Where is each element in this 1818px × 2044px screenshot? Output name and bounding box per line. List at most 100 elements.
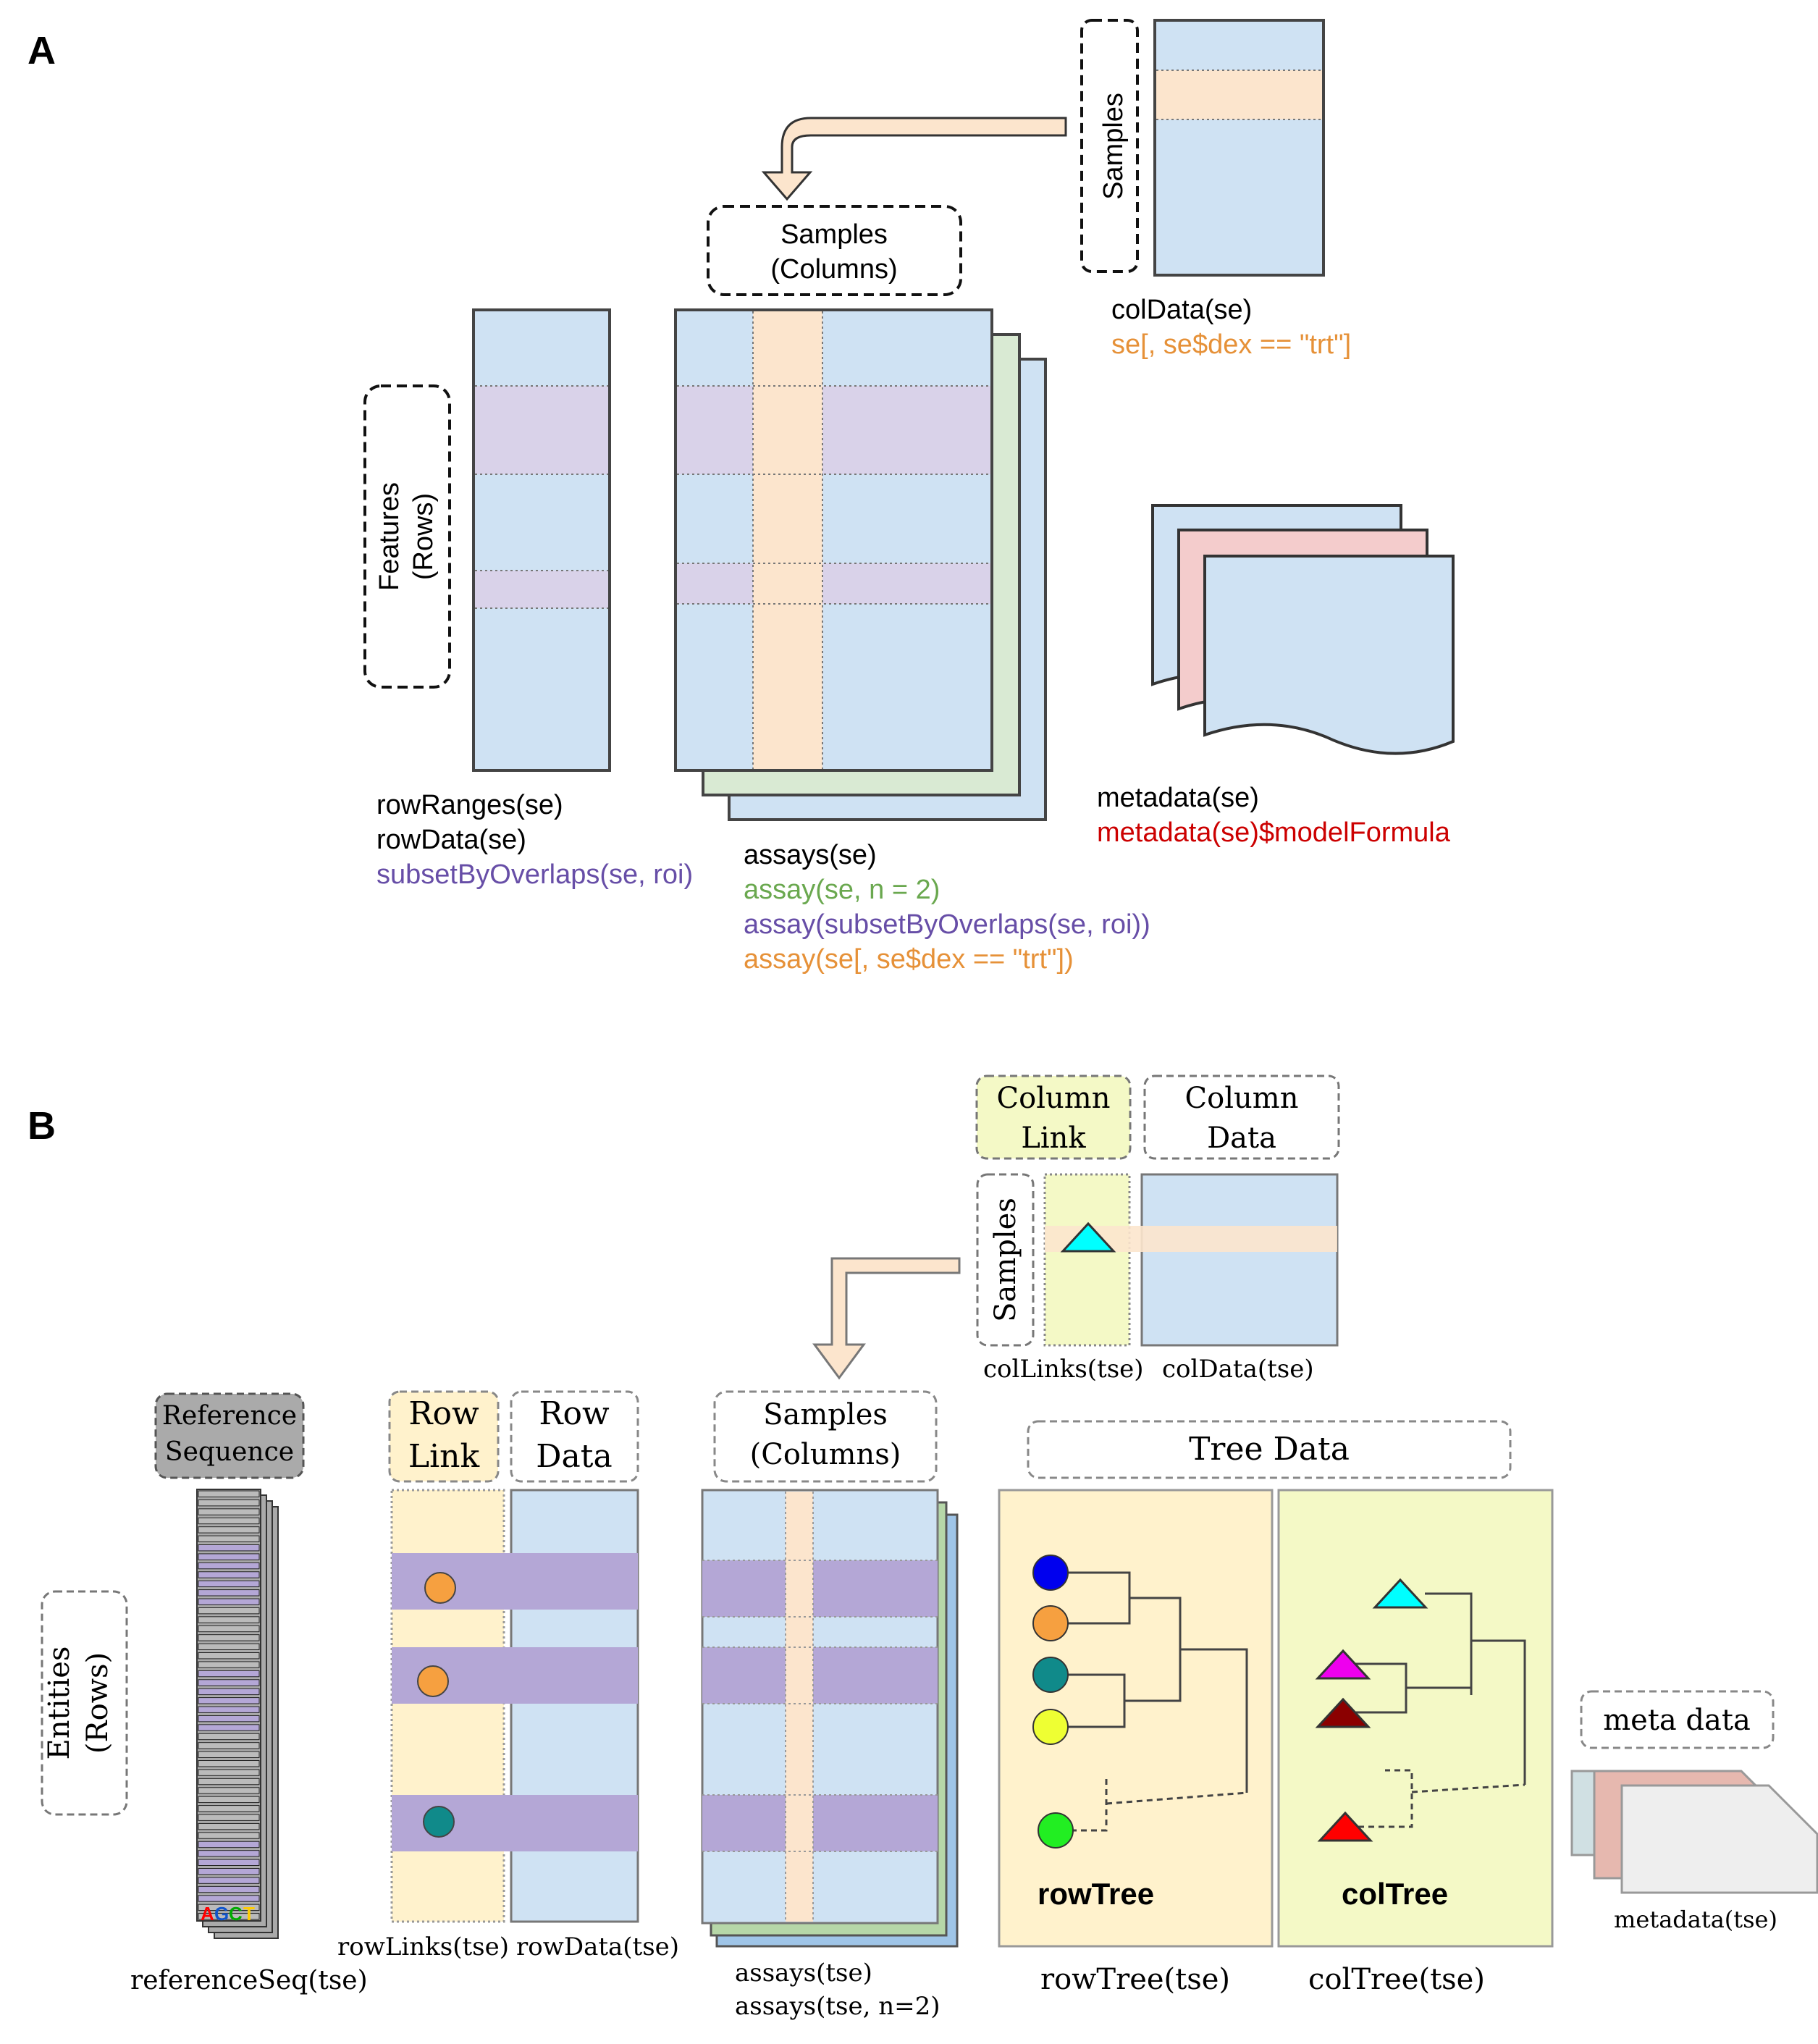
curved-arrow-icon xyxy=(761,117,1067,201)
reference-seq-label: referenceSeq(tse) xyxy=(130,1966,368,1995)
reference-sequence-stripe xyxy=(198,1724,260,1731)
metadata-label: metadata(se) xyxy=(1097,783,1259,813)
reference-sequence-line1: Reference xyxy=(162,1401,297,1431)
triangle-node-icon xyxy=(1060,1221,1116,1253)
reference-sequence-stripe xyxy=(198,1607,260,1615)
reference-sequence-stripe xyxy=(198,1508,260,1515)
tree-data-label: Tree Data xyxy=(1189,1431,1350,1468)
coldata-matrix xyxy=(1153,19,1325,277)
reference-sequence-stripe xyxy=(198,1885,260,1893)
reference-sequence-stripe xyxy=(198,1634,260,1641)
reference-sequence-stripe xyxy=(198,1904,260,1911)
reference-sequence-stripe xyxy=(198,1715,260,1723)
reference-sequence-stripe xyxy=(198,1652,260,1660)
collinks-label: colLinks(tse) xyxy=(983,1355,1144,1384)
reference-sequence-stripe xyxy=(198,1742,260,1749)
reference-sequence-stripe xyxy=(198,1544,260,1552)
circle-node-icon xyxy=(1032,1709,1069,1745)
collinks-strip xyxy=(1043,1173,1131,1347)
rowdata-label-b: rowData(tse) xyxy=(516,1932,679,1961)
reference-sequence-stripe xyxy=(198,1553,260,1560)
row-link-line1: Row xyxy=(408,1395,479,1432)
reference-sequence-stripe xyxy=(198,1688,260,1696)
circle-node-icon xyxy=(424,1572,456,1604)
assay-subset-dex-label: assay(se[, se$dex == "trt"]) xyxy=(744,944,1074,975)
samples-columns-box xyxy=(707,205,962,296)
column-link-line1: Column xyxy=(997,1082,1111,1115)
samples-columns-b-line1: Samples xyxy=(763,1398,888,1431)
row-data-line1: Row xyxy=(539,1395,610,1432)
assays-stack xyxy=(674,308,1047,821)
reference-sequence-stripe xyxy=(198,1895,260,1902)
tree-data-box xyxy=(1027,1420,1512,1479)
reference-sequence-stripe xyxy=(198,1580,260,1588)
reference-sequence-stripe xyxy=(198,1877,260,1884)
assays-b-line1: assays(tse) xyxy=(735,1959,872,1988)
rowlinks-label: rowLinks(tse) xyxy=(337,1932,509,1961)
samples-columns-line1: Samples xyxy=(780,219,888,250)
reference-sequence-stripe xyxy=(198,1562,260,1570)
reference-sequence-stripe xyxy=(198,1841,260,1849)
triangle-node-icon xyxy=(1315,1649,1371,1680)
entities-rows-box xyxy=(41,1590,128,1816)
coltree-title: colTree xyxy=(1342,1877,1448,1911)
assays-stack-b xyxy=(701,1489,959,1948)
subset-by-overlaps-label: subsetByOverlaps(se, roi) xyxy=(376,859,693,890)
features-rows-line1: Features xyxy=(374,482,405,591)
coltree-label: colTree(tse) xyxy=(1308,1963,1485,1996)
meta-data-label: meta data xyxy=(1603,1704,1751,1737)
reference-sequence-stripe xyxy=(198,1822,260,1830)
rowtree-dendrogram xyxy=(1051,1571,1248,1832)
reference-sequence-stripe xyxy=(198,1706,260,1713)
column-data-line2: Data xyxy=(1207,1122,1276,1155)
document-stack-icon xyxy=(1151,504,1455,755)
triangle-node-icon xyxy=(1317,1811,1373,1842)
metadata-label-b: metadata(tse) xyxy=(1614,1906,1777,1933)
column-link-line2: Link xyxy=(1021,1122,1086,1155)
reference-sequence-stripe xyxy=(198,1571,260,1578)
reference-sequence-stripe xyxy=(198,1814,260,1821)
reference-sequence-stripe xyxy=(198,1679,260,1686)
reference-sequence-stripe xyxy=(198,1616,260,1623)
assays-label: assays(se) xyxy=(744,840,877,870)
features-rows-box xyxy=(363,384,451,689)
circle-node-icon xyxy=(417,1665,449,1697)
column-data-box xyxy=(1143,1074,1340,1160)
reference-sequence-box xyxy=(154,1392,305,1479)
reference-sequence-stack xyxy=(196,1489,279,1939)
reference-sequence-stripe xyxy=(198,1913,260,1920)
samples-columns-b-line2: (Columns) xyxy=(750,1438,901,1471)
samples-columns-box-b xyxy=(713,1390,938,1483)
dna-letter-c: C xyxy=(229,1903,243,1925)
reference-sequence-stripe xyxy=(198,1643,260,1650)
reference-sequence-stripe xyxy=(198,1499,260,1507)
samples-vertical-label-b: Samples xyxy=(989,1198,1022,1322)
coltree-panel xyxy=(1277,1489,1554,1948)
reference-sequence-stripe xyxy=(198,1517,260,1525)
assay-subset-overlaps-label: assay(subsetByOverlaps(se, roi)) xyxy=(744,909,1150,940)
samples-box-vertical xyxy=(1080,19,1139,273)
samples-vertical-label: Samples xyxy=(1098,93,1129,200)
rowranges-label: rowRanges(se) xyxy=(376,790,563,820)
reference-sequence-stripe xyxy=(198,1490,260,1497)
bent-arrow-icon xyxy=(812,1257,961,1380)
meta-data-box xyxy=(1580,1690,1775,1749)
samples-box-vertical-b xyxy=(976,1173,1035,1347)
samples-columns-line2: (Columns) xyxy=(770,254,897,285)
reference-sequence-stripe xyxy=(198,1868,260,1875)
reference-sequence-stripe xyxy=(198,1832,260,1839)
circle-node-icon xyxy=(1032,1657,1069,1693)
reference-sequence-stripe xyxy=(198,1751,260,1758)
reference-sequence-stripe xyxy=(198,1697,260,1704)
entities-rows-line2: (Rows) xyxy=(81,1652,114,1754)
features-rows-line2: (Rows) xyxy=(408,493,439,580)
dna-letter-t: T xyxy=(243,1903,255,1925)
assay-n2-label: assay(se, n = 2) xyxy=(744,875,940,905)
panel-a-label: A xyxy=(28,29,56,72)
circle-node-icon xyxy=(1032,1605,1069,1641)
reference-sequence-stripe xyxy=(198,1526,260,1534)
rowtree-label: rowTree(tse) xyxy=(1040,1963,1230,1996)
reference-sequence-stripe xyxy=(198,1625,260,1633)
reference-sequence-stripe xyxy=(198,1796,260,1804)
row-link-line2: Link xyxy=(408,1438,480,1475)
